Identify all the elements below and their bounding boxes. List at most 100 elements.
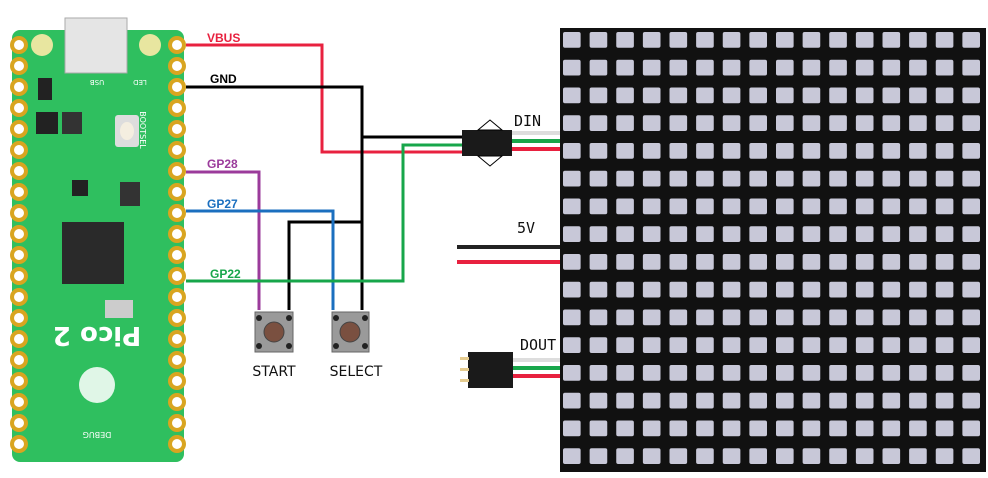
led: [962, 143, 980, 159]
led: [616, 226, 634, 242]
led: [829, 143, 847, 159]
led: [589, 448, 608, 464]
wire-gnd-start: [287, 220, 362, 310]
led: [962, 448, 980, 464]
gpio-pad: [168, 36, 186, 54]
led: [589, 115, 608, 131]
led: [829, 254, 847, 270]
gpio-pad: [10, 57, 28, 75]
gpio-pad: [10, 267, 28, 285]
led: [696, 309, 714, 326]
din-label: DIN: [514, 112, 541, 130]
led: [589, 420, 608, 437]
led: [563, 254, 581, 270]
led: [722, 32, 741, 48]
led: [882, 32, 901, 48]
led: [962, 254, 980, 270]
led: [722, 448, 741, 464]
led: [802, 365, 821, 381]
led: [962, 281, 980, 298]
led: [935, 87, 954, 104]
led: [616, 365, 634, 381]
led: [749, 226, 767, 242]
label-gnd: GND: [210, 72, 237, 86]
wire-gp22: [186, 143, 462, 283]
led: [589, 309, 608, 326]
power-wire-gnd: [457, 245, 562, 249]
led: [882, 337, 901, 353]
led: [589, 32, 608, 48]
gpio-pad: [10, 141, 28, 159]
led: [696, 420, 714, 437]
led: [855, 448, 874, 464]
led: [749, 281, 767, 298]
gpio-pad: [168, 372, 186, 390]
led: [935, 226, 954, 242]
led: [935, 32, 954, 48]
led: [909, 59, 927, 76]
led: [882, 281, 901, 298]
led: [909, 170, 927, 187]
led: [696, 226, 714, 242]
gpio-pad: [10, 78, 28, 96]
gpio-pad: [10, 288, 28, 306]
led: [935, 59, 954, 76]
gpio-pad: [168, 414, 186, 432]
led: [962, 309, 980, 326]
led: [829, 32, 847, 48]
led: [642, 143, 661, 159]
led: [722, 226, 741, 242]
led: [669, 254, 688, 270]
led: [616, 281, 634, 298]
led: [563, 59, 581, 76]
wire-vbus: [186, 43, 462, 154]
led: [855, 420, 874, 437]
led: [776, 170, 794, 187]
led: [696, 281, 714, 298]
led: [909, 392, 927, 409]
led: [802, 281, 821, 298]
led: [909, 32, 927, 48]
led: [776, 392, 794, 409]
led: [563, 448, 581, 464]
led: [563, 115, 581, 131]
led: [855, 254, 874, 270]
led: [749, 170, 767, 187]
led: [722, 59, 741, 76]
led: [962, 198, 980, 215]
led: [829, 392, 847, 409]
gpio-pad: [10, 246, 28, 264]
led: [882, 87, 901, 104]
svg-text:BOOTSEL: BOOTSEL: [138, 111, 147, 149]
gpio-pad: [10, 204, 28, 222]
led: [935, 170, 954, 187]
led: [829, 59, 847, 76]
select-button[interactable]: [331, 311, 370, 353]
gpio-pad: [168, 141, 186, 159]
led: [776, 87, 794, 104]
led: [935, 198, 954, 215]
led: [882, 365, 901, 381]
led: [589, 87, 608, 104]
gpio-pad: [168, 183, 186, 201]
wire-gp28: [186, 170, 261, 310]
led: [589, 365, 608, 381]
led: [776, 198, 794, 215]
led: [935, 281, 954, 298]
start-button[interactable]: [254, 311, 294, 353]
led: [749, 365, 767, 381]
led: [563, 392, 581, 409]
led: [962, 392, 980, 409]
led: [696, 143, 714, 159]
led: [669, 226, 688, 242]
led: [696, 254, 714, 270]
gpio-pad: [168, 288, 186, 306]
gpio-pad: [168, 246, 186, 264]
led: [696, 448, 714, 464]
led: [962, 87, 980, 104]
led: [935, 337, 954, 353]
led: [776, 226, 794, 242]
led: [829, 448, 847, 464]
led: [589, 226, 608, 242]
